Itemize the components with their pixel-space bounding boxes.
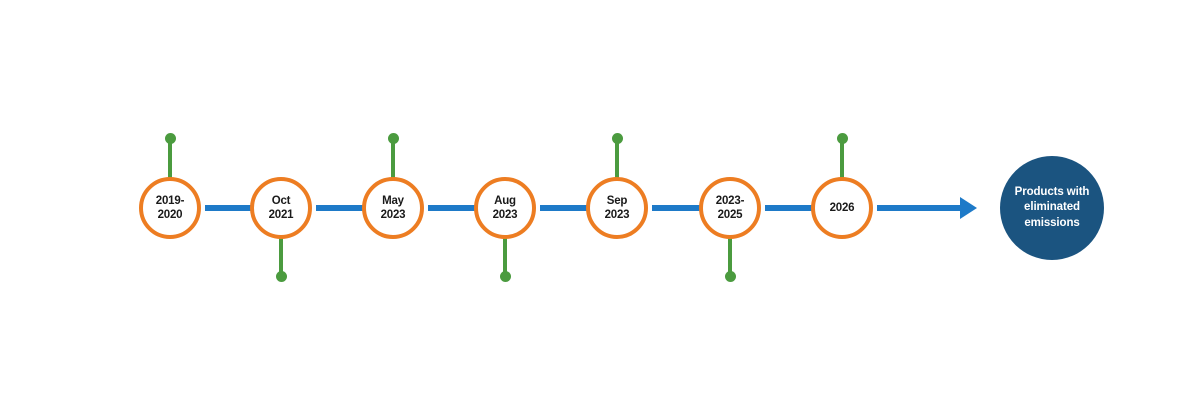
- pin-marker-5: [611, 133, 623, 181]
- pin-stem: [168, 139, 172, 181]
- pin-stem: [615, 139, 619, 181]
- milestone-label: 2023- 2025: [715, 194, 745, 221]
- connector-segment-5: [652, 205, 700, 211]
- milestone-label: May 2023: [380, 194, 406, 221]
- pin-marker-4: [499, 236, 511, 282]
- connector-segment-1: [205, 205, 251, 211]
- connector-segment-2: [316, 205, 363, 211]
- milestone-node-4[interactable]: Aug 2023: [474, 177, 536, 239]
- pin-stem: [728, 236, 732, 278]
- milestone-node-3[interactable]: May 2023: [362, 177, 424, 239]
- milestone-label: 2019- 2020: [155, 194, 185, 221]
- pin-stem: [503, 236, 507, 278]
- pin-marker-7: [836, 133, 848, 181]
- milestone-label: Aug 2023: [492, 194, 518, 221]
- pin-dot-icon: [724, 271, 736, 282]
- milestone-label: 2026: [829, 201, 855, 214]
- pin-dot-icon: [611, 133, 623, 144]
- milestone-node-2[interactable]: Oct 2021: [250, 177, 312, 239]
- pin-marker-6: [724, 236, 736, 282]
- pin-stem: [840, 139, 844, 181]
- connector-segment-final: [877, 205, 960, 211]
- connector-segment-4: [540, 205, 587, 211]
- pin-dot-icon: [836, 133, 848, 144]
- pin-marker-2: [275, 236, 287, 282]
- pin-dot-icon: [164, 133, 176, 144]
- milestone-node-6[interactable]: 2023- 2025: [699, 177, 761, 239]
- pin-marker-1: [164, 133, 176, 181]
- connector-segment-6: [765, 205, 812, 211]
- milestone-node-5[interactable]: Sep 2023: [586, 177, 648, 239]
- pin-stem: [279, 236, 283, 278]
- pin-dot-icon: [275, 271, 287, 282]
- endpoint-label: Products with eliminated emissions: [1014, 185, 1090, 229]
- endpoint-node-products-with-eliminated-emissions[interactable]: Products with eliminated emissions: [1000, 156, 1104, 260]
- milestone-label: Oct 2021: [268, 194, 294, 221]
- pin-dot-icon: [499, 271, 511, 282]
- connector-segment-3: [428, 205, 475, 211]
- pin-stem: [391, 139, 395, 181]
- timeline-arrow-icon: [960, 197, 977, 219]
- pin-marker-3: [387, 133, 399, 181]
- milestone-node-7[interactable]: 2026: [811, 177, 873, 239]
- milestone-node-1[interactable]: 2019- 2020: [139, 177, 201, 239]
- pin-dot-icon: [387, 133, 399, 144]
- milestone-label: Sep 2023: [604, 194, 630, 221]
